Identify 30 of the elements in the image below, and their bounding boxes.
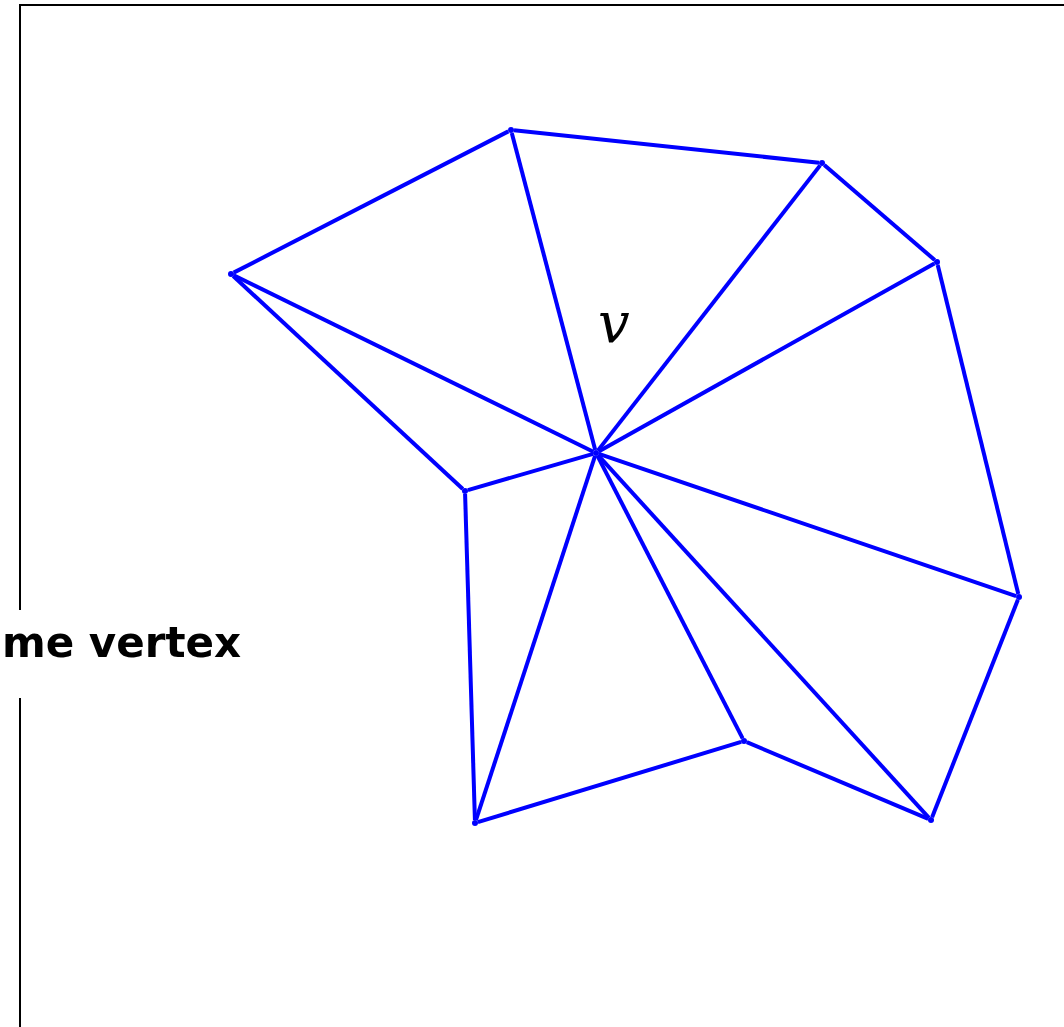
mesh-edge [930, 599, 1020, 818]
caption-text: me vertex [2, 622, 242, 664]
mesh-edge [232, 129, 510, 275]
mesh-edge [598, 452, 1017, 598]
mesh-edge [746, 740, 929, 821]
vertex-point [934, 259, 940, 265]
mesh-edge [477, 739, 742, 825]
vertex-point [508, 127, 514, 133]
vertex-point [928, 817, 934, 823]
mesh-edge [822, 163, 937, 262]
vertex-point [472, 820, 478, 826]
mesh-edge [509, 132, 598, 451]
vertex-point [819, 160, 825, 166]
vertex-label: v [598, 295, 630, 351]
vertex-point [593, 450, 599, 456]
mesh-edge [935, 264, 1021, 595]
mesh-edge [596, 453, 931, 820]
mesh-edge [467, 451, 594, 493]
mesh-edge [463, 493, 477, 821]
mesh-edge [596, 164, 822, 452]
mesh-edge [231, 274, 465, 491]
mesh-edge [595, 454, 745, 740]
mesh-edge [232, 273, 595, 454]
mesh-edge [597, 261, 936, 454]
vertex-point [462, 488, 468, 494]
vertex-point [741, 738, 747, 744]
mesh-edge [474, 455, 597, 821]
mesh-edge [513, 128, 820, 165]
vertex-point [228, 271, 234, 277]
vertex-point [1016, 594, 1022, 600]
